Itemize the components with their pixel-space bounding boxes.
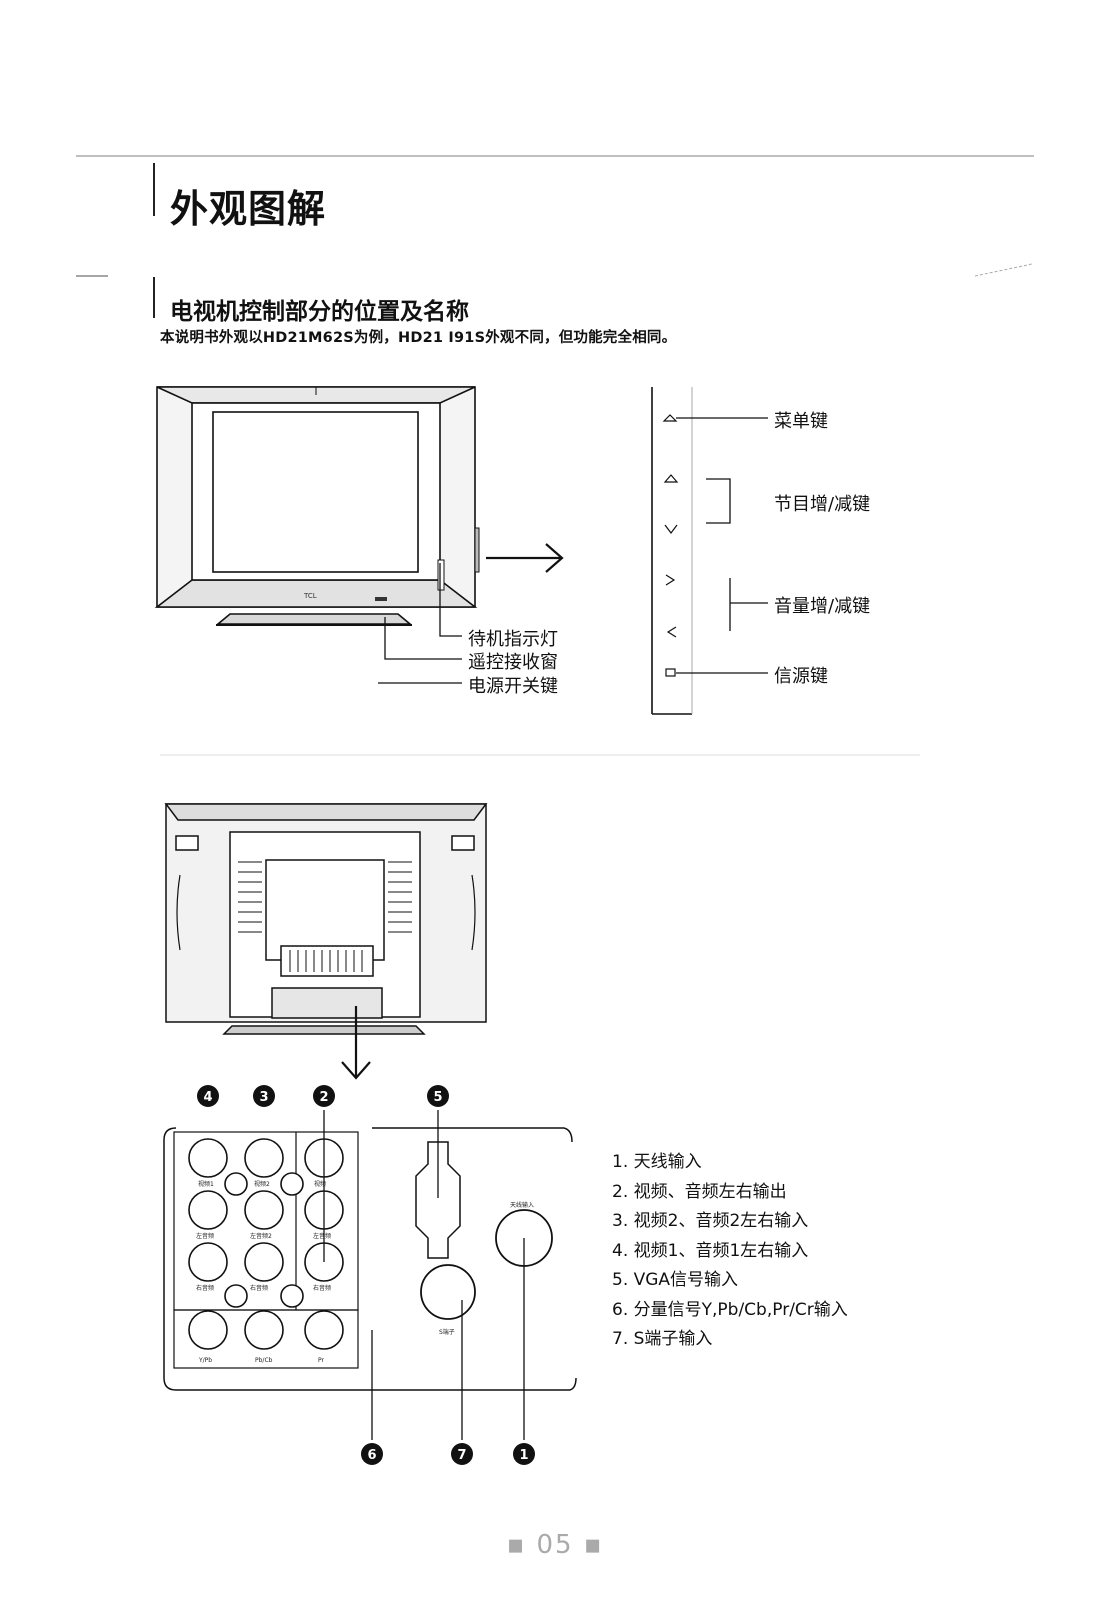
svg-text:S端子: S端子 — [439, 1328, 455, 1336]
callout-4 — [197, 1085, 219, 1107]
list-item: 7. S端子输入 — [612, 1329, 713, 1349]
label-program-key: 节目增/减键 — [774, 494, 871, 515]
list-item: 1. 天线输入 — [612, 1152, 702, 1172]
svg-text:左音频: 左音频 — [313, 1232, 331, 1240]
svg-text:天线输入: 天线输入 — [510, 1201, 534, 1209]
svg-text:左音频2: 左音频2 — [250, 1232, 272, 1240]
list-item: 6. 分量信号Y,Pb/Cb,Pr/Cr输入 — [612, 1299, 848, 1320]
svg-text:右音频: 右音频 — [313, 1284, 331, 1292]
label-standby-indicator: 待机指示灯 — [468, 629, 558, 650]
callout-3 — [253, 1085, 275, 1107]
corner-dash — [974, 263, 1033, 277]
svg-text:视频: 视频 — [314, 1180, 326, 1188]
label-remote-receiver: 遥控接收窗 — [468, 652, 558, 673]
list-item: 3. 视频2、音频2左右输入 — [612, 1211, 809, 1231]
svg-text:Pb/Cb: Pb/Cb — [255, 1357, 273, 1364]
connector-panel: 视频1 视频2 视频 左音频 左音频2 左音频 右音频 右音频 右音频 Y/Pb Pb/Cb P… — [163, 1127, 577, 1391]
callout-num: 1 — [519, 1448, 528, 1463]
front-leaders — [378, 563, 462, 684]
callout-1 — [513, 1443, 535, 1465]
svg-text:视频2: 视频2 — [254, 1180, 270, 1188]
callout-6 — [361, 1443, 383, 1465]
svg-text:视频1: 视频1 — [198, 1180, 214, 1188]
section-title: 电视机控制部分的位置及名称 — [170, 299, 469, 325]
list-item: 5. VGA信号输入 — [612, 1270, 739, 1290]
page-number: ▪ 05 ▪ — [506, 1530, 604, 1560]
list-item: 2. 视频、音频左右输出 — [612, 1181, 787, 1202]
callout-num: 2 — [319, 1090, 328, 1105]
front-arrow — [486, 543, 564, 573]
label-menu-key: 菜单键 — [774, 411, 828, 432]
callout-num: 7 — [457, 1448, 466, 1463]
page-title: 外观图解 — [170, 187, 327, 231]
callout-7 — [451, 1443, 473, 1465]
list-item: 4. 视频1、音频1左右输入 — [612, 1240, 809, 1261]
callout-numbers: 4 3 2 5 6 7 1 — [203, 1090, 528, 1463]
tv-rear-illustration — [164, 803, 488, 1035]
callout-num: 6 — [367, 1448, 376, 1463]
svg-text:Y/Pb: Y/Pb — [198, 1357, 212, 1364]
callout-discs — [197, 1085, 535, 1465]
callout-num: 5 — [433, 1090, 442, 1105]
callout-5 — [427, 1085, 449, 1107]
tv-front-illustration: TCL — [154, 386, 480, 626]
svg-text:右音频: 右音频 — [196, 1284, 214, 1292]
svg-text:右音频: 右音频 — [250, 1284, 268, 1292]
svg-text:Pr: Pr — [318, 1357, 325, 1364]
callout-2 — [313, 1085, 335, 1107]
callout-num: 3 — [259, 1090, 268, 1105]
svg-text:TCL: TCL — [303, 592, 317, 600]
page-number-value: 05 — [536, 1530, 574, 1560]
label-source-key: 信源键 — [774, 666, 828, 687]
model-note: 本说明书外观以HD21M62S为例，HD21 I91S外观不同，但功能完全相同。 — [160, 330, 677, 346]
side-button-panel — [651, 387, 768, 715]
label-power-switch: 电源开关键 — [468, 676, 558, 697]
callout-num: 4 — [203, 1090, 212, 1105]
rear-arrow — [341, 1006, 371, 1080]
label-volume-key: 音量增/减键 — [774, 596, 871, 617]
svg-text:左音频: 左音频 — [196, 1232, 214, 1240]
ports-list: 1. 天线输入 2. 视频、音频左右输出 3. 视频2、音频2左右输入 4. 视… — [612, 1148, 848, 1355]
callout-leaders — [323, 1110, 525, 1440]
